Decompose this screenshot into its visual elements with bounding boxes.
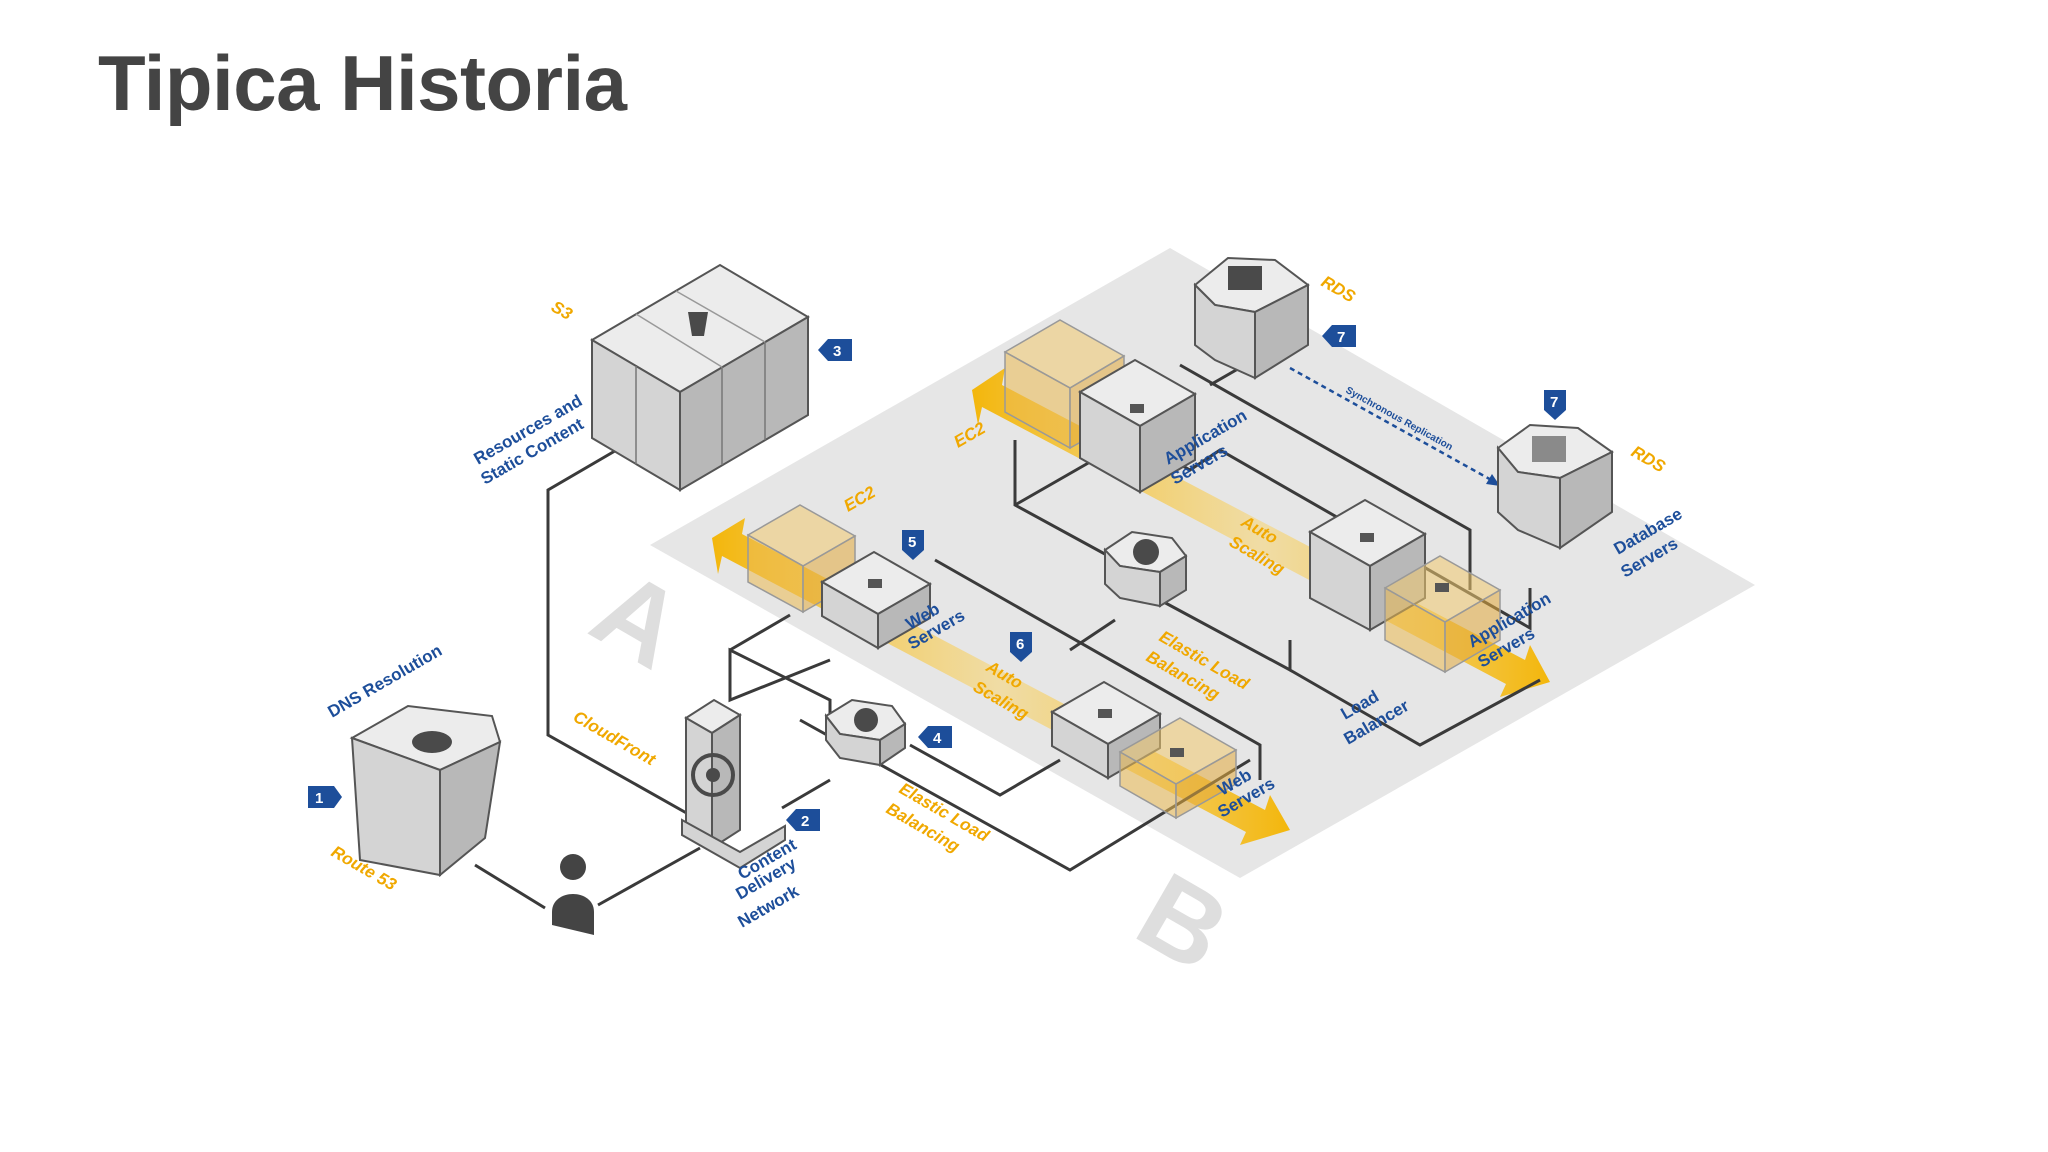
- s3-bucket-node: [590, 263, 810, 492]
- standby-database-icon: [1532, 436, 1566, 462]
- rds-standby-node: [1496, 423, 1614, 550]
- step-badge-7b: 7: [1544, 390, 1566, 420]
- step-badge-4: 4: [918, 726, 952, 748]
- rds-label-2: RDS: [1628, 442, 1669, 477]
- svg-text:5: 5: [908, 534, 916, 551]
- cloudfront-label: CloudFront: [570, 707, 660, 770]
- web-ghost-instance-b: [1118, 717, 1238, 820]
- web-ghost-instance-a: [746, 504, 857, 614]
- step-badge-2: 2: [786, 809, 820, 831]
- step-badge-7a: 7: [1322, 325, 1356, 347]
- elb-app-icon: [1133, 539, 1159, 565]
- elb-app-node: [1103, 530, 1188, 608]
- svg-text:4: 4: [933, 730, 942, 747]
- rds-label-1: RDS: [1318, 272, 1359, 307]
- s3-label: S3: [548, 297, 576, 324]
- svg-text:6: 6: [1016, 636, 1024, 653]
- bucket-icon: [688, 312, 708, 336]
- app-server-a: [1077, 358, 1198, 494]
- svg-text:3: 3: [833, 343, 841, 360]
- replication-line: [1289, 366, 1496, 484]
- step-badge-6: 6: [1010, 632, 1032, 662]
- web-server-a: [819, 550, 933, 650]
- user-icon: [560, 854, 586, 880]
- step-badge-5: 5: [902, 530, 924, 560]
- slide-title: Tipica Historia: [98, 39, 627, 127]
- rds-master-node: [1193, 256, 1310, 380]
- elb-icon: [854, 708, 878, 732]
- step-badges: 1 2 3 4 5 6 7 7: [308, 325, 1566, 831]
- cloud-icon: [412, 731, 452, 753]
- zone-a-label: A: [573, 546, 703, 692]
- svg-text:2: 2: [801, 813, 809, 830]
- svg-text:1: 1: [315, 790, 323, 807]
- svg-text:7: 7: [1337, 329, 1345, 346]
- cloudfront-node: [681, 698, 786, 870]
- availability-zone-platform: [650, 248, 1755, 878]
- cdn-globe-icon: [691, 753, 735, 797]
- app-ghost-instance-b: [1383, 555, 1502, 674]
- network-wires: [474, 360, 1541, 910]
- database-icon: [1228, 266, 1262, 290]
- step-badge-3: 3: [818, 339, 852, 361]
- route53-node: [349, 704, 502, 878]
- user-figure: [552, 854, 594, 935]
- replication-arrowhead: [1486, 474, 1500, 486]
- svg-text:7: 7: [1550, 394, 1558, 411]
- step-badge-1: 1: [308, 786, 342, 808]
- elb-web-node: [824, 698, 907, 767]
